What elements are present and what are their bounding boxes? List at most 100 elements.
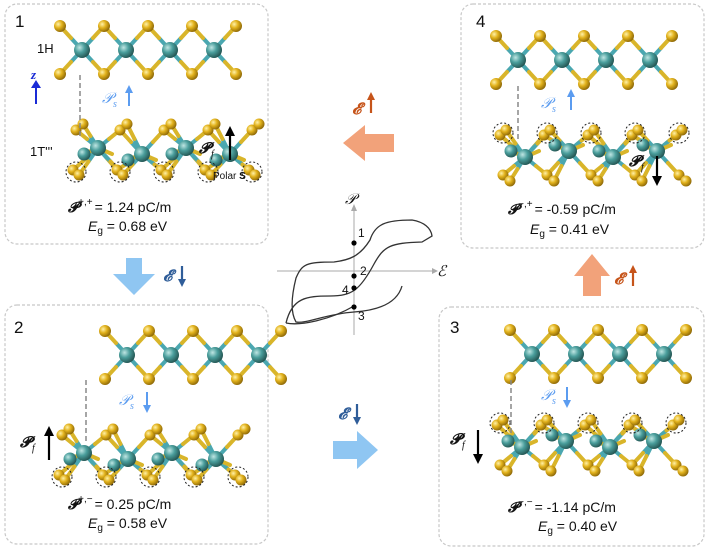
metal-atom xyxy=(120,451,136,467)
sulfur-atom xyxy=(275,325,287,337)
sulfur-atom xyxy=(165,118,177,130)
sulfur-atom xyxy=(589,465,601,477)
sulfur-atom xyxy=(629,414,641,426)
metal-atom xyxy=(74,42,90,58)
arrow-3-to-4: 𝓔 xyxy=(574,254,637,296)
metal-atom xyxy=(90,140,106,156)
sulfur-atom xyxy=(191,474,203,486)
svg-text:Eg = 0.40 eV: Eg = 0.40 eV xyxy=(538,518,618,537)
sulfur-atom xyxy=(504,324,516,336)
polar-s-label: Polar S xyxy=(213,171,246,182)
sulfur-atom xyxy=(98,68,110,80)
sulfur-atom xyxy=(63,423,75,435)
sulfur-atom xyxy=(490,78,502,90)
metal-atom xyxy=(163,347,179,363)
sulfur-atom xyxy=(187,373,199,385)
sulfur-atom xyxy=(143,373,155,385)
sulfur-atom xyxy=(497,414,509,426)
pf-label-3: 𝓟 f xyxy=(449,430,483,464)
metal-atom xyxy=(656,346,672,362)
sulfur-atom xyxy=(186,68,198,80)
panel-4-frame xyxy=(460,3,705,249)
hysteresis-y-label: 𝒫 xyxy=(345,192,360,208)
metal-atom xyxy=(545,428,559,442)
hysteresis-label-4: 4 xyxy=(342,283,349,297)
metal-atom xyxy=(548,138,562,152)
metal-atom xyxy=(209,153,223,167)
sulfur-atom xyxy=(77,118,89,130)
sulfur-atom xyxy=(73,169,85,181)
hysteresis-label-1: 1 xyxy=(358,226,365,240)
svg-text:f: f xyxy=(32,443,36,454)
panel-3-1t-layer xyxy=(489,412,689,477)
metal-atom xyxy=(561,143,577,159)
metal-atom xyxy=(517,149,533,165)
sulfur-atom xyxy=(103,474,115,486)
panel-4-1t-layer xyxy=(492,122,692,187)
sulfur-atom xyxy=(636,324,648,336)
metal-atom xyxy=(510,52,526,68)
z-axis-label: z xyxy=(30,67,37,82)
metal-atom xyxy=(558,433,574,449)
panel-1-1h-layer xyxy=(54,20,242,80)
svg-text:s: s xyxy=(552,104,556,115)
hysteresis-label-2: 2 xyxy=(360,264,367,278)
metal-atom xyxy=(195,458,209,472)
sulfur-atom xyxy=(504,372,516,384)
sulfur-atom xyxy=(205,169,217,181)
svg-text:𝓟−,+= -0.59 pC/m: 𝓟−,+= -0.59 pC/m xyxy=(507,199,616,218)
hysteresis-loop: 𝒫 ℰ 1 2 3 4 xyxy=(277,192,448,335)
sulfur-atom xyxy=(230,20,242,32)
metal-atom xyxy=(118,42,134,58)
sulfur-atom xyxy=(142,20,154,32)
sulfur-atom xyxy=(161,169,173,181)
metal-atom xyxy=(612,346,628,362)
panel-1-values: 𝓟+,+= 1.24 pC/m Eg = 0.68 eV xyxy=(67,197,171,237)
arrow-4-to-1: 𝓔 xyxy=(343,92,394,161)
metal-atom xyxy=(636,138,650,152)
metal-atom xyxy=(514,439,530,455)
crystal-structures xyxy=(51,20,692,488)
sulfur-atom xyxy=(275,373,287,385)
sulfur-atom xyxy=(500,124,512,136)
svg-text:𝓔: 𝓔 xyxy=(163,266,177,285)
sulfur-atom xyxy=(544,124,556,136)
svg-text:𝓔: 𝓔 xyxy=(338,404,352,423)
sulfur-atom xyxy=(636,175,648,187)
hysteresis-point-3 xyxy=(351,304,357,310)
z-axis-icon: z xyxy=(30,67,41,104)
svg-text:s: s xyxy=(552,396,556,407)
sulfur-atom xyxy=(578,30,590,42)
sulfur-atom xyxy=(501,465,513,477)
sulfur-atom xyxy=(195,423,207,435)
panel-2-1h-layer xyxy=(99,325,287,385)
layer-label-1h: 1H xyxy=(37,41,54,56)
svg-text:𝓟+,+= 1.24 pC/m: 𝓟+,+= 1.24 pC/m xyxy=(67,197,171,216)
sulfur-atom xyxy=(142,68,154,80)
sulfur-atom xyxy=(186,20,198,32)
metal-atom xyxy=(107,458,121,472)
sulfur-atom xyxy=(622,78,634,90)
panel-3-number: 3 xyxy=(450,318,459,337)
metal-atom xyxy=(592,144,606,158)
sulfur-atom xyxy=(239,423,251,435)
sulfur-atom xyxy=(592,372,604,384)
sulfur-atom xyxy=(676,124,688,136)
hysteresis-curve xyxy=(285,219,433,324)
sulfur-atom xyxy=(249,169,261,181)
metal-atom xyxy=(165,147,179,161)
hysteresis-point-1 xyxy=(351,240,357,246)
layer-label-1t: 1T''' xyxy=(30,144,53,159)
sulfur-atom xyxy=(54,68,66,80)
sulfur-atom xyxy=(54,20,66,32)
metal-atom xyxy=(77,147,91,161)
panel-2-1t-layer xyxy=(51,423,251,488)
ps-label-2: 𝒫 s xyxy=(119,392,151,413)
metal-atom xyxy=(134,146,150,162)
sulfur-atom xyxy=(504,175,516,187)
metal-atom xyxy=(121,153,135,167)
sulfur-atom xyxy=(636,372,648,384)
metal-atom xyxy=(642,52,658,68)
metal-atom xyxy=(164,445,180,461)
